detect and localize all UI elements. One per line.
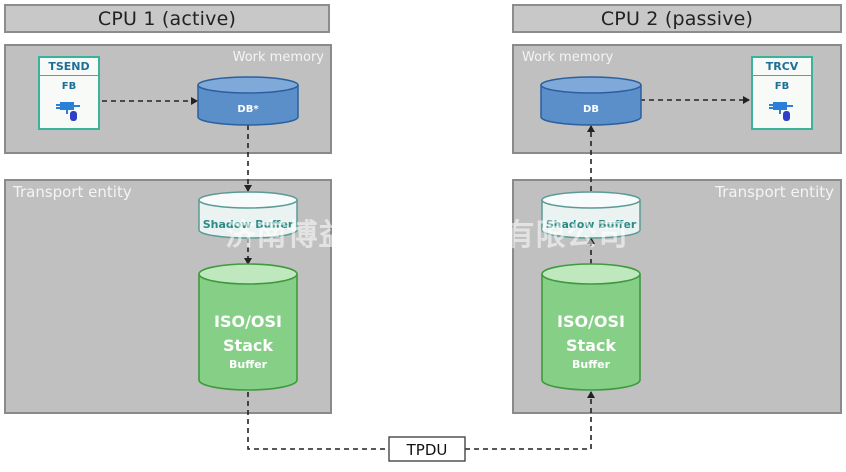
cpu1-shadow-buffer: Shadow Buffer xyxy=(198,191,298,239)
tpdu-box: TPDU xyxy=(388,436,466,462)
cpu1-stack-line2: Stack xyxy=(223,336,273,355)
cpu2-stack-line3: Buffer xyxy=(572,358,611,371)
cpu2-work-memory-label: Work memory xyxy=(522,50,614,65)
cpu1-stack-cylinder: ISO/OSI Stack Buffer xyxy=(198,263,298,391)
cpu2-db-label: DB xyxy=(583,104,599,115)
cpu1-shadow-label: Shadow Buffer xyxy=(203,218,294,231)
cpu1-db-cylinder: DB* xyxy=(197,76,299,126)
tpdu-connection xyxy=(247,392,389,450)
cpu1-fb-block: TSEND FB xyxy=(38,56,100,130)
cpu1-transport-label: Transport entity xyxy=(13,183,132,201)
cpu1-fb-name: TSEND xyxy=(40,58,98,76)
cpu2-stack-line2: Stack xyxy=(566,336,616,355)
cpu1-work-memory-label: Work memory xyxy=(232,50,324,65)
cpu1-stack-line3: Buffer xyxy=(229,358,268,371)
cpu2-shadow-buffer: Shadow Buffer xyxy=(541,191,641,239)
cpu2-db-cylinder: DB xyxy=(540,76,642,126)
cpu2-transport-label: Transport entity xyxy=(715,183,834,201)
cpu2-stack-cylinder: ISO/OSI Stack Buffer xyxy=(541,263,641,391)
cpu2-fb-block: TRCV FB xyxy=(751,56,813,130)
cpu2-stack-line1: ISO/OSI xyxy=(557,312,625,331)
cpu2-fb-type: FB xyxy=(774,81,790,92)
cpu1-db-label: DB* xyxy=(237,104,259,115)
tpdu-label: TPDU xyxy=(406,441,448,459)
cpu1-fb-type: FB xyxy=(61,81,77,92)
cpu2-shadow-label: Shadow Buffer xyxy=(546,218,637,231)
cpu1-title: CPU 1 (active) xyxy=(4,4,330,33)
function-block-icon xyxy=(769,102,793,121)
watermark: 济南博益自动化科技有限公司 xyxy=(226,218,629,253)
function-block-icon xyxy=(56,102,80,121)
cpu1-stack-line1: ISO/OSI xyxy=(214,312,282,331)
cpu2-fb-name: TRCV xyxy=(753,58,811,76)
cpu2-title: CPU 2 (passive) xyxy=(512,4,842,33)
tpdu-connection-right xyxy=(465,391,595,450)
